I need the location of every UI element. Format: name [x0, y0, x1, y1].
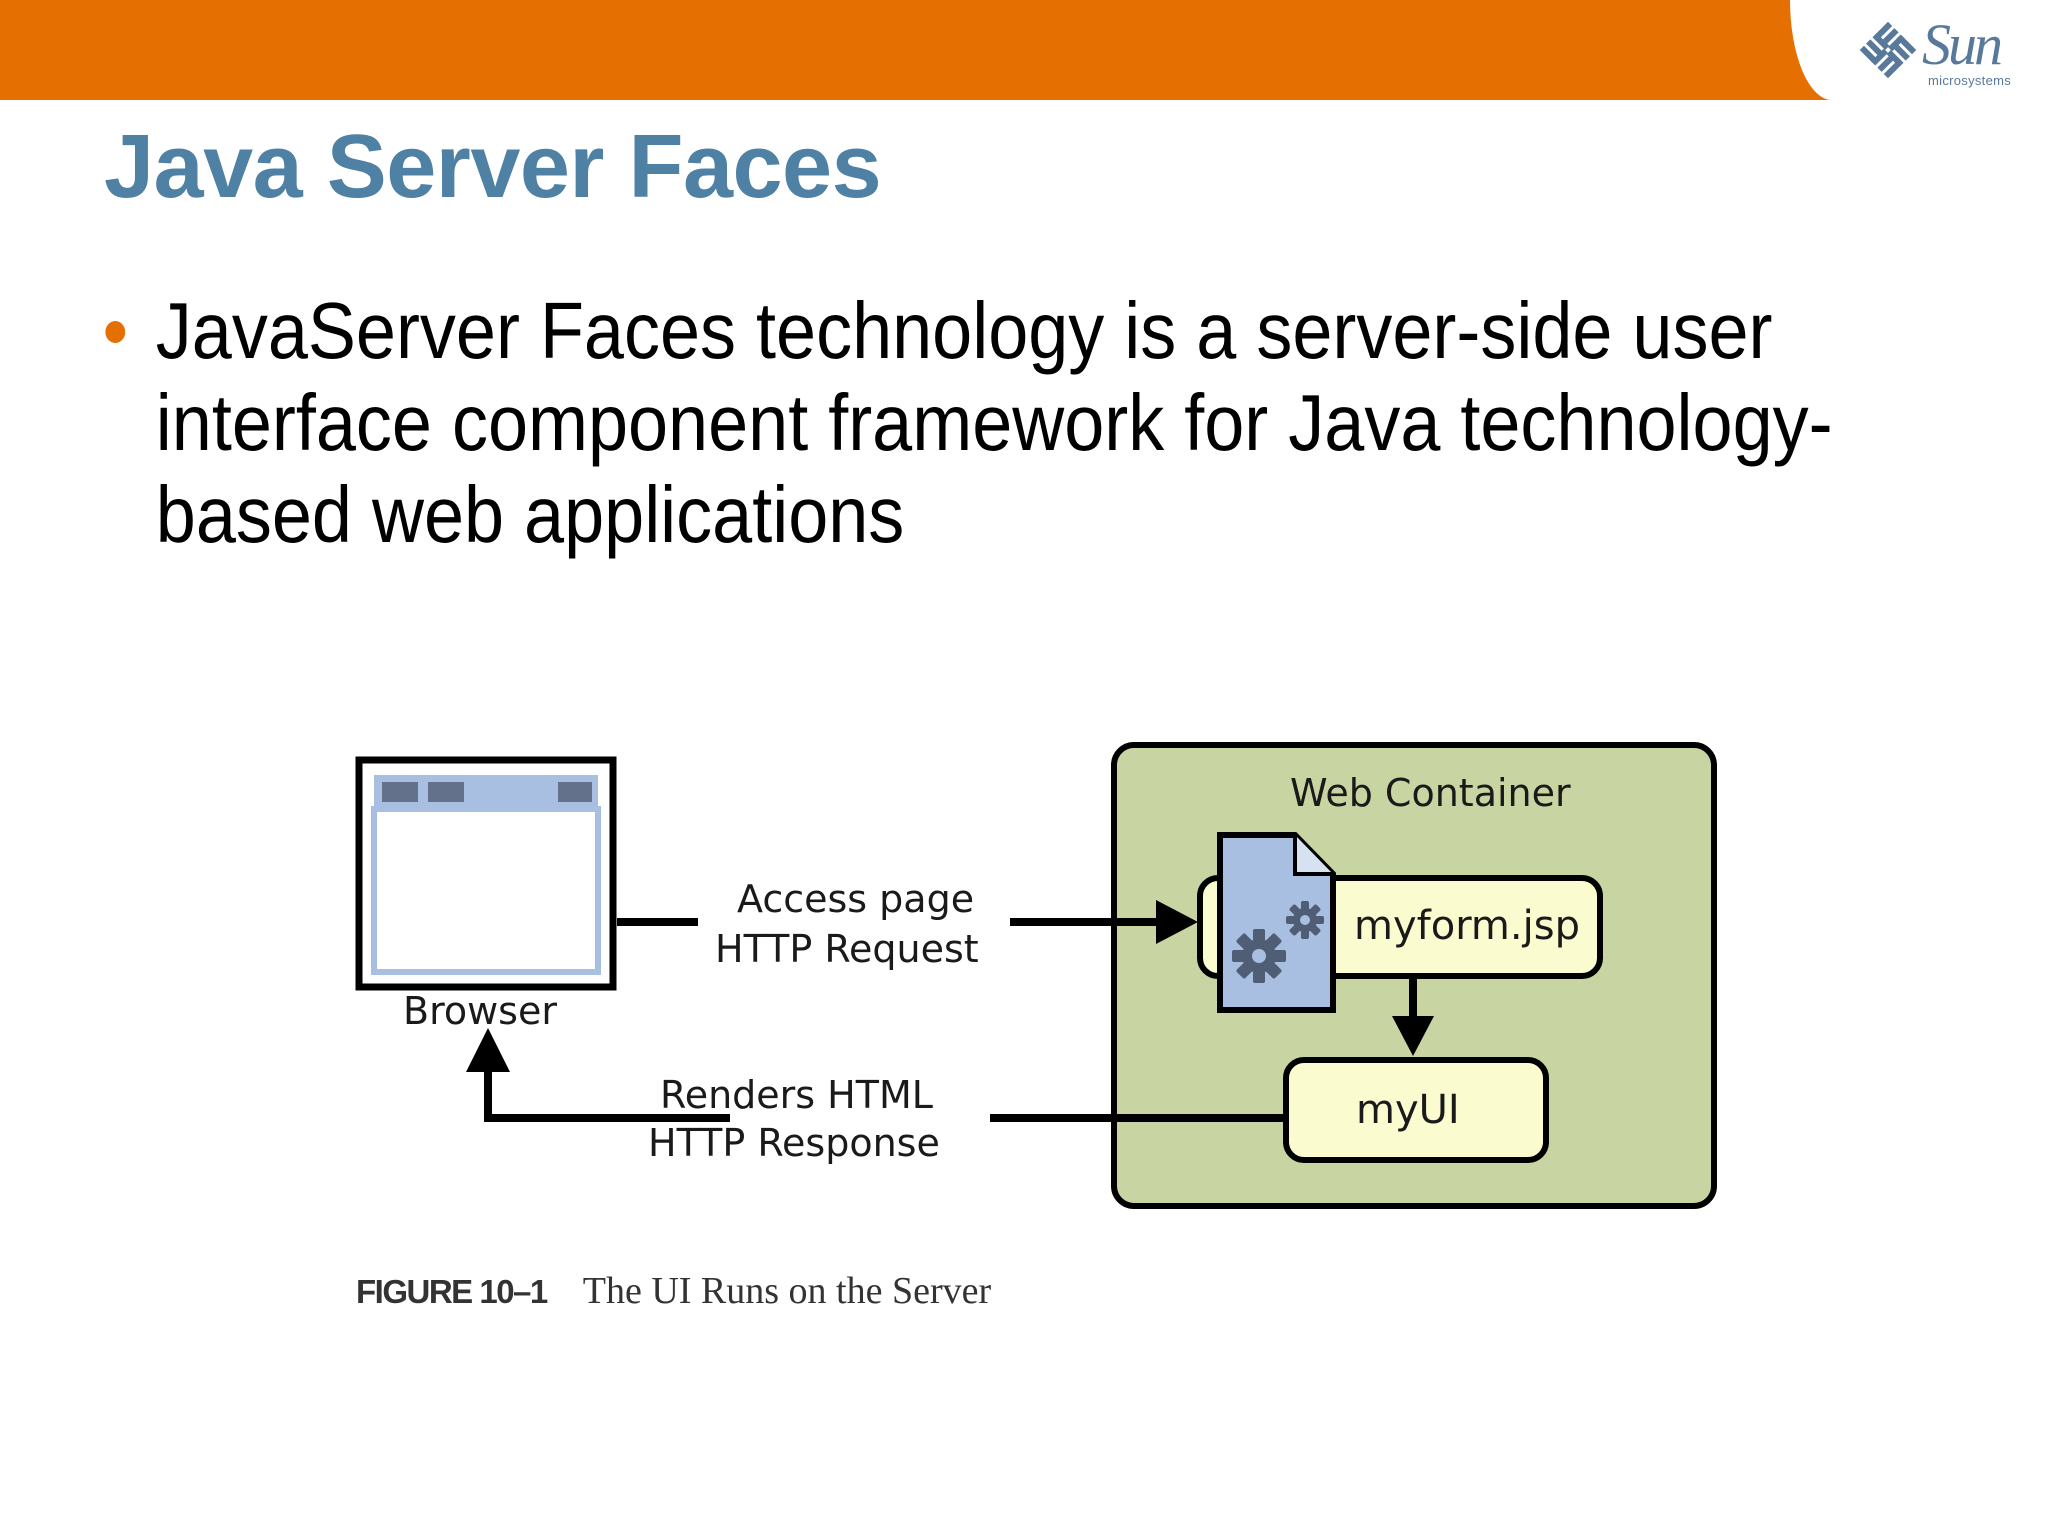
browser-label: Browser — [403, 989, 557, 1033]
gear-icon — [1286, 901, 1324, 939]
header-bar — [0, 0, 2048, 100]
logo-subtitle: microsystems — [1928, 73, 2012, 88]
bullet-item: JavaServer Faces technology is a server-… — [100, 285, 1920, 561]
myui-label: myUI — [1356, 1087, 1460, 1133]
jsf-architecture-diagram: Browser Access page HTTP Request Renders… — [330, 730, 1750, 1350]
slide-title: Java Server Faces — [104, 117, 882, 217]
logo-wordmark: Sun — [1922, 12, 2003, 77]
response-label-line1: Renders HTML — [660, 1073, 933, 1117]
response-arrowhead-icon — [466, 1028, 510, 1072]
browser-titlebar-button — [382, 782, 418, 802]
request-arrowhead-icon — [1156, 900, 1198, 944]
request-label-line1: Access page — [737, 877, 975, 921]
myui-box — [1283, 1057, 1549, 1163]
web-container-label: Web Container — [1290, 771, 1571, 815]
figure-caption-text: The UI Runs on the Server — [582, 1270, 992, 1312]
figure-caption: FIGURE 10–1 The UI Runs on the Server — [356, 1272, 991, 1310]
request-label-line2: HTTP Request — [715, 927, 979, 971]
response-arrow-line — [484, 1070, 730, 1122]
browser-titlebar-button — [558, 782, 592, 802]
response-label-line2: HTTP Response — [648, 1121, 940, 1165]
sun-microsystems-logo: Sun microsystems — [1856, 16, 2026, 100]
render-arrowhead-icon — [1392, 1016, 1434, 1056]
bullet-list: JavaServer Faces technology is a server-… — [100, 285, 1960, 561]
bullet-icon — [105, 321, 126, 343]
browser-titlebar-button — [428, 782, 464, 802]
diagram-graphic — [355, 742, 1717, 1209]
browser-content — [371, 806, 601, 975]
bullet-text: JavaServer Faces technology is a server-… — [155, 286, 1833, 559]
logo-area — [1790, 0, 2048, 100]
figure-caption-label: FIGURE 10–1 — [356, 1273, 548, 1310]
gear-icon — [1232, 929, 1286, 983]
sun-logo-icon — [1859, 21, 1917, 79]
myform-jsp-label: myform.jsp — [1354, 903, 1580, 949]
